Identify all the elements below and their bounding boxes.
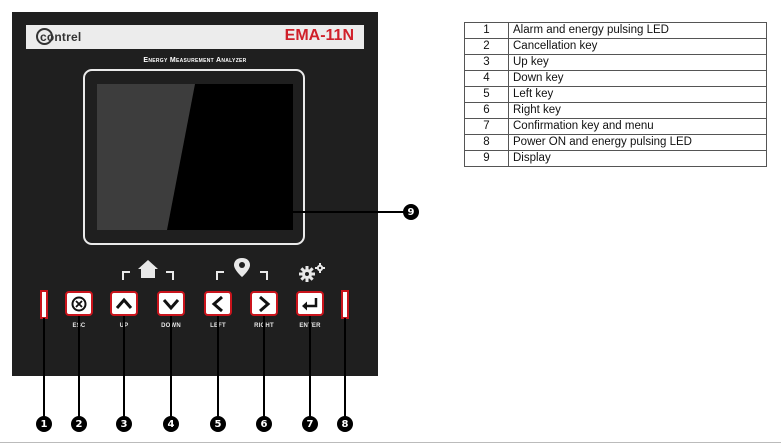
legend-desc: Down key: [508, 70, 767, 87]
right-key[interactable]: [250, 291, 278, 316]
legend-num: 3: [464, 54, 509, 71]
callout-4: 4: [163, 416, 179, 432]
legend-desc: Right key: [508, 102, 767, 119]
legend-desc: Power ON and energy pulsing LED: [508, 134, 767, 151]
chevron-left-icon: [211, 295, 223, 312]
gears-icon: [299, 263, 325, 282]
callout-6: 6: [256, 416, 272, 432]
legend-num: 9: [464, 150, 509, 167]
enter-key[interactable]: [296, 291, 324, 316]
legend-num: 2: [464, 38, 509, 55]
location-pin-icon: [216, 258, 268, 280]
display-glare: [97, 84, 195, 230]
legend-num: 4: [464, 70, 509, 87]
callout-2: 2: [71, 416, 87, 432]
callout-line-7: [309, 316, 311, 418]
legend-desc: Up key: [508, 54, 767, 71]
up-key[interactable]: [110, 291, 138, 316]
legend-desc: Confirmation key and menu: [508, 118, 767, 135]
brand-name: contrel: [40, 29, 82, 44]
legend-num: 7: [464, 118, 509, 135]
callout-line-5: [217, 316, 219, 418]
divider: [0, 442, 781, 443]
callout-3: 3: [116, 416, 132, 432]
legend-desc: Left key: [508, 86, 767, 103]
callout-1: 1: [36, 416, 52, 432]
callout-line-6: [263, 316, 265, 418]
lcd-display: [97, 84, 293, 230]
legend-num: 8: [464, 134, 509, 151]
alarm-led: [40, 290, 48, 319]
callout-7: 7: [302, 416, 318, 432]
device-subtitle: Energy Measurement Analyzer: [143, 57, 247, 64]
callout-9: 9: [403, 204, 419, 220]
esc-key[interactable]: [65, 291, 93, 316]
legend-num: 6: [464, 102, 509, 119]
chevron-up-icon: [115, 297, 133, 309]
legend-num: 1: [464, 22, 509, 39]
legend-num: 5: [464, 86, 509, 103]
callout-8: 8: [337, 416, 353, 432]
model-name: EMA-11N: [284, 27, 354, 44]
legend-desc: Cancellation key: [508, 38, 767, 55]
enter-icon: [302, 297, 318, 310]
callout-line-8: [344, 318, 346, 418]
power-led: [341, 290, 349, 319]
left-key[interactable]: [204, 291, 232, 316]
cancel-icon: [71, 296, 87, 311]
callout-line-2: [78, 316, 80, 418]
callout-line-9: [292, 211, 404, 213]
display-frame: [83, 69, 305, 245]
callout-5: 5: [210, 416, 226, 432]
legend-desc: Display: [508, 150, 767, 167]
chevron-down-icon: [162, 298, 180, 310]
callout-line-4: [170, 316, 172, 418]
brand-logo: contrel: [36, 28, 81, 45]
chevron-right-icon: [259, 295, 271, 312]
brand-strip: contrel EMA-11N: [26, 25, 364, 49]
callout-line-3: [123, 316, 125, 418]
callout-line-1: [43, 318, 45, 418]
home-icon: [122, 260, 174, 280]
legend-desc: Alarm and energy pulsing LED: [508, 22, 767, 39]
down-key[interactable]: [157, 291, 185, 316]
